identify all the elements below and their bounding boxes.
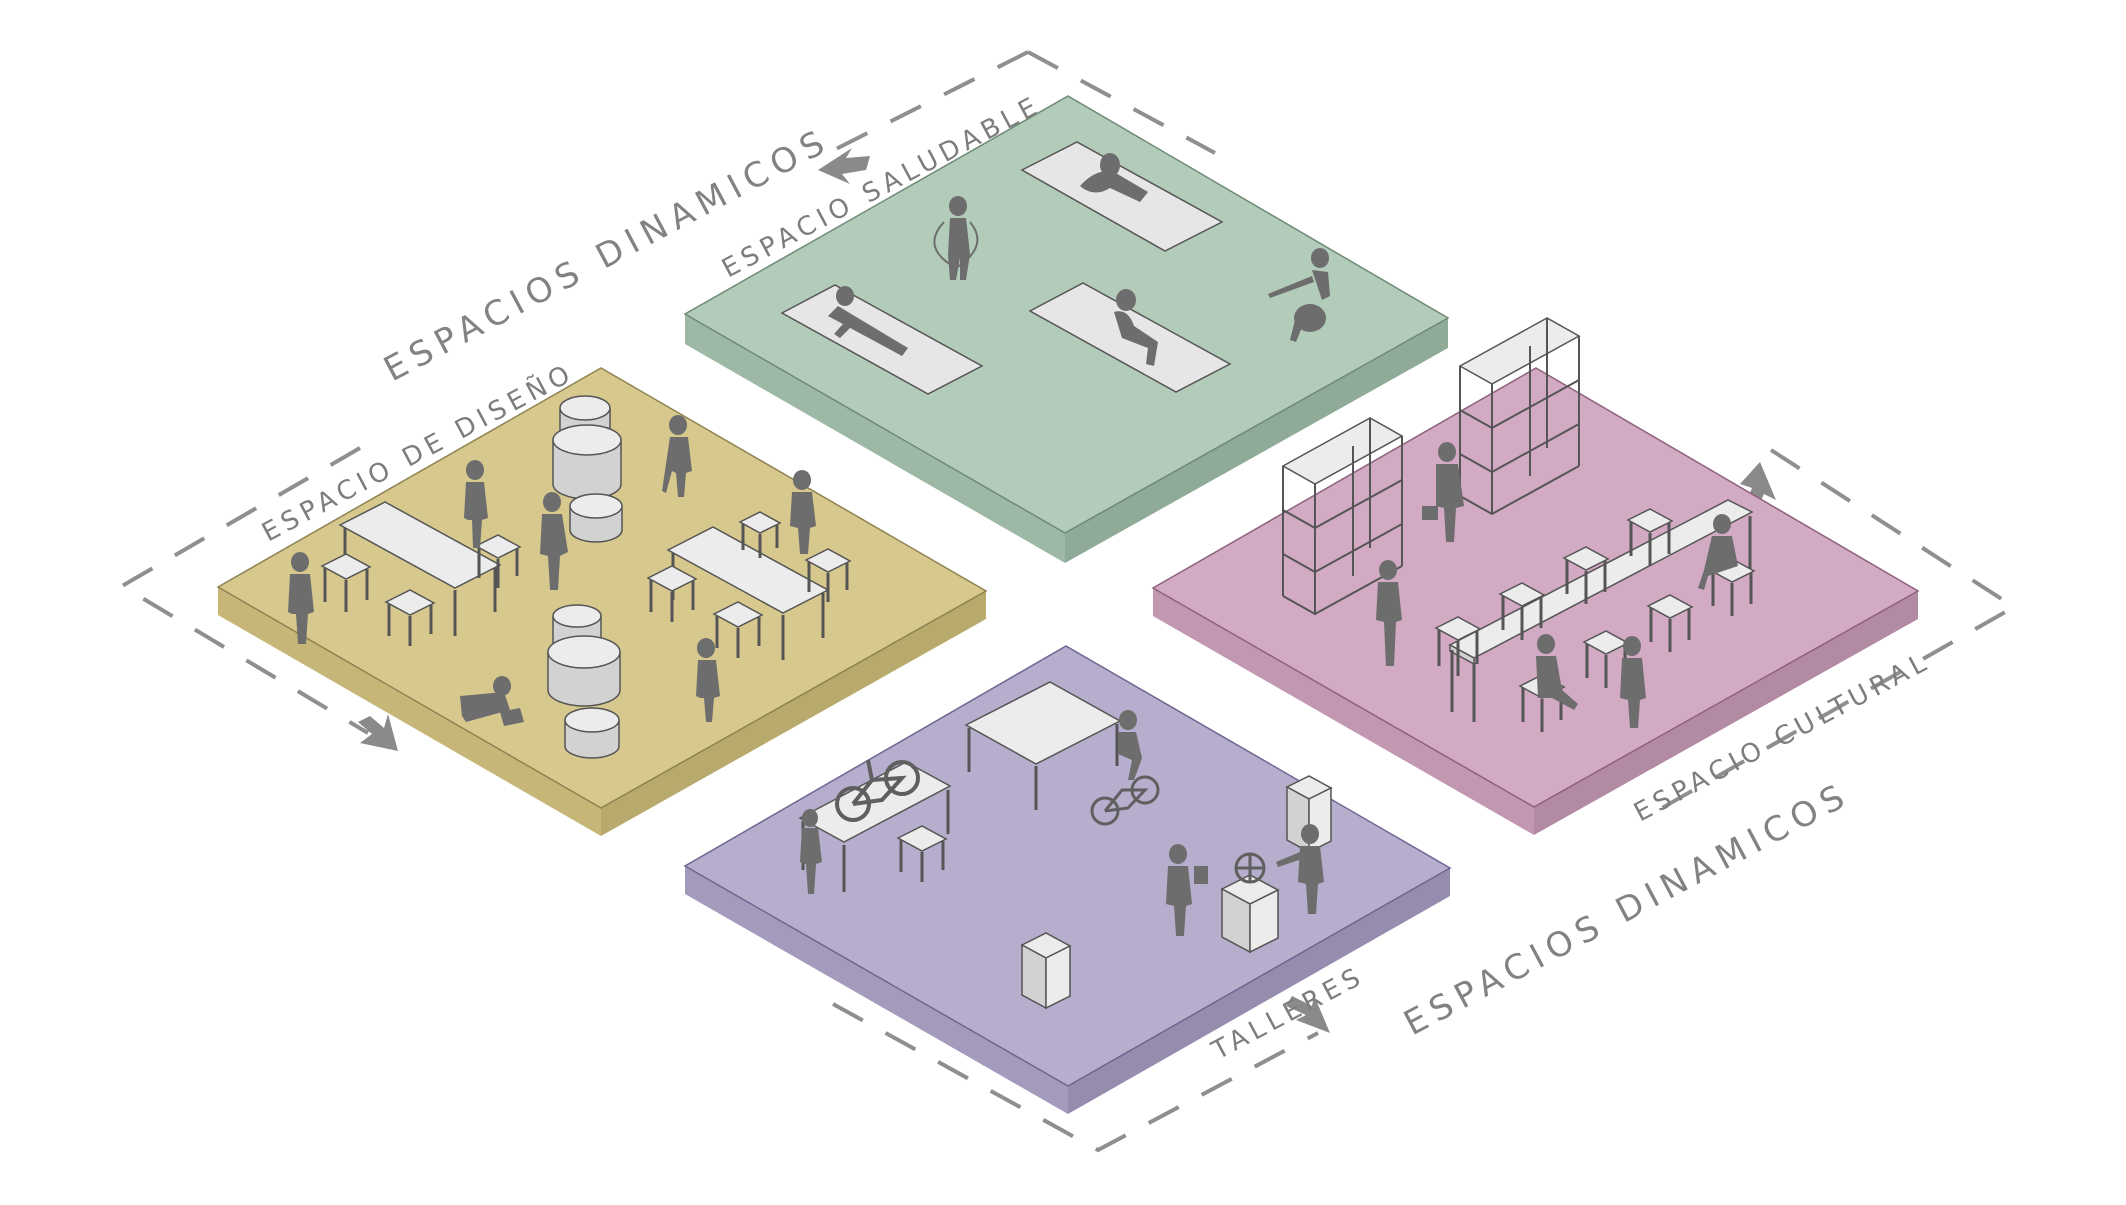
dashed-path-bottom (832, 1002, 1319, 1153)
stool (1498, 582, 1546, 640)
person-situps-icon (1114, 289, 1158, 366)
person-stretching-icon (1080, 153, 1148, 202)
dashed-path-top-left-upper (829, 50, 1029, 154)
shelving-unit (1458, 317, 1581, 516)
bicycle-wheel-repair-icon (1234, 852, 1266, 884)
person-holding-tablet-icon (1166, 844, 1208, 936)
cylinder-seat (552, 424, 622, 500)
person-standing-icon (1620, 636, 1646, 728)
person-standing-icon (540, 492, 568, 590)
stool (646, 565, 698, 622)
person-standing-icon (288, 552, 314, 644)
cylinder-seat (564, 707, 620, 759)
platform-espacio-cultural (1151, 317, 1920, 835)
person-standing-icon (1422, 442, 1464, 542)
circulation-paths (118, 50, 2018, 1153)
dashed-path-right (1654, 448, 2018, 814)
stool (1434, 616, 1482, 676)
person-working-icon (800, 809, 822, 894)
diseno-side-left (218, 587, 601, 836)
person-jumping-rope-icon (933, 196, 979, 280)
person-sitting-icon (1536, 634, 1578, 710)
person-standing-icon (662, 415, 692, 497)
arrow-right-icon (1286, 995, 1330, 1033)
cylinder-seat (547, 635, 621, 707)
person-sitting-icon (1698, 514, 1738, 590)
shelving-unit (1281, 417, 1404, 616)
person-lying-reading-icon (460, 676, 524, 726)
person-standing-icon (696, 638, 720, 722)
saludable-side-left (685, 314, 1065, 563)
person-exercise-ball-icon (1268, 248, 1330, 342)
platform-espacio-de-diseno (216, 367, 988, 836)
stool (1646, 594, 1694, 652)
label-espacios-dinamicos-bottom: ESPACIOS DINAMICOS (1397, 774, 1857, 1044)
arrow-left-icon (818, 148, 870, 184)
cultural-side-left (1153, 588, 1534, 835)
cultural-top (1151, 367, 1920, 808)
bicycle-icon (835, 759, 920, 822)
stool (738, 511, 782, 558)
talleres-side-left (685, 866, 1068, 1114)
stool (804, 548, 852, 602)
diseno-top (216, 367, 988, 809)
box-pedestal (1020, 932, 1072, 1010)
dashed-path-left (118, 446, 370, 735)
long-table (1448, 499, 1754, 722)
person-repairing-icon (1276, 824, 1324, 914)
talleres-side-right (1068, 868, 1450, 1114)
box-pedestal (1220, 874, 1280, 954)
person-standing-icon (464, 460, 488, 548)
platform-talleres (683, 645, 1452, 1114)
person-lying-icon (828, 286, 908, 356)
platform-espacio-saludable (683, 95, 1450, 563)
stool (896, 825, 948, 882)
bicycle-icon (1090, 775, 1160, 826)
diseno-side-right (601, 591, 986, 836)
person-standing-icon (1376, 560, 1402, 666)
exercise-mat (1020, 141, 1224, 252)
stool (1562, 546, 1610, 604)
arrow-down-right-icon (358, 714, 398, 751)
stool (384, 589, 436, 646)
stool (1626, 508, 1674, 566)
stool (320, 553, 372, 612)
stool (712, 601, 764, 658)
person-riding-bicycle-icon (1118, 710, 1142, 780)
saludable-side-right (1065, 318, 1448, 563)
cylinder-seat (569, 493, 623, 543)
cultural-side-right (1534, 591, 1918, 835)
stool (474, 534, 522, 588)
person-standing-icon (790, 470, 816, 554)
